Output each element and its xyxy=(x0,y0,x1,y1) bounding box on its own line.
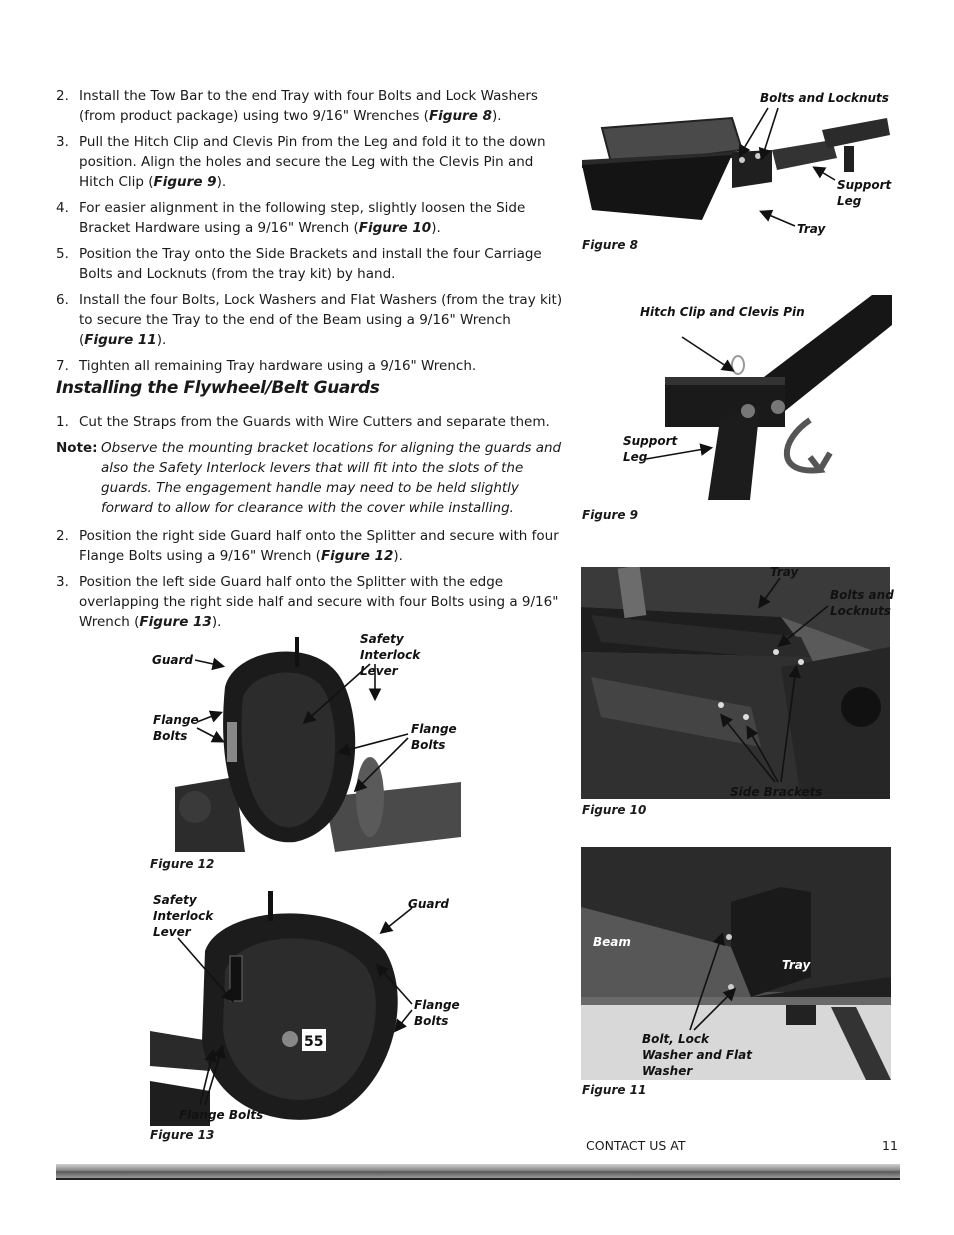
page-number: 11 xyxy=(882,1138,898,1153)
label-guard: Guard xyxy=(408,897,449,911)
step-1-cut-straps: 1. Cut the Straps from the Guards with W… xyxy=(56,414,550,430)
label-safety-interlock-lever: Safety Interlock Lever xyxy=(360,632,421,678)
figure-8-photo xyxy=(582,110,892,230)
figure-13-caption: Figure 13 xyxy=(150,1128,215,1142)
step-2-right-guard: 2. Position the right side Guard half on… xyxy=(56,528,559,564)
figure-ref: Figure 8 xyxy=(428,108,492,124)
label-tray: Tray xyxy=(770,565,799,579)
label-bolts-and-locknuts: Bolts and Locknuts xyxy=(760,91,889,105)
figure-ref: Figure 10 xyxy=(358,220,432,236)
figure-ref: Figure 12 xyxy=(320,548,394,564)
step-3-left-guard: 3. Position the left side Guard half ont… xyxy=(56,574,559,630)
figure-ref: Figure 11 xyxy=(84,332,157,348)
figure-12-caption: Figure 12 xyxy=(150,857,215,871)
label-side-brackets: Side Brackets xyxy=(730,785,823,799)
step-5-position-tray: 5. Position the Tray onto the Side Brack… xyxy=(56,246,542,282)
label-bolt-lock-washer: Bolt, Lock Washer and Flat Washer xyxy=(642,1032,752,1078)
label-tray: Tray xyxy=(797,222,826,236)
label-hitch-clip: Hitch Clip and Clevis Pin xyxy=(640,305,805,319)
figure-9-photo xyxy=(660,295,892,505)
figure-11-photo xyxy=(581,847,891,1080)
step-4-loosen-bracket: 4. For easier alignment in the following… xyxy=(56,200,526,236)
step-7-tighten: 7. Tighten all remaining Tray hardware u… xyxy=(56,358,477,374)
footer-bar xyxy=(56,1164,900,1180)
figure-10-caption: Figure 10 xyxy=(582,803,647,817)
installation-steps-guards: 1. Cut the Straps from the Guards with W… xyxy=(56,412,566,638)
label-flange-bolts-bottom: Flange Bolts xyxy=(179,1108,264,1122)
figure-8-caption: Figure 8 xyxy=(582,238,639,252)
label-support-leg: Support Leg xyxy=(623,434,678,464)
label-guard: Guard xyxy=(152,653,193,667)
figure-ref: Figure 13 xyxy=(139,614,212,630)
label-flange-bolts-right: Flange Bolts xyxy=(411,722,457,752)
section-title: Installing the Flywheel/Belt Guards xyxy=(56,378,380,398)
guard-badge-text: 55 xyxy=(304,1034,323,1050)
step-3-hitch-clip: 3. Pull the Hitch Clip and Clevis Pin fr… xyxy=(56,134,546,190)
step-6-secure-tray: 6. Install the four Bolts, Lock Washers … xyxy=(56,292,563,348)
figure-11-caption: Figure 11 xyxy=(582,1083,647,1097)
figure-13-photo: 55 xyxy=(150,891,405,1126)
label-safety-interlock-lever: Safety Interlock Lever xyxy=(153,893,214,939)
label-support-leg: Support Leg xyxy=(837,178,892,208)
label-bolts-and-locknuts: Bolts and Locknuts xyxy=(830,588,894,618)
label-flange-bolts-left: Flange Bolts xyxy=(153,713,199,743)
note-block: Note: Observe the mounting bracket locat… xyxy=(56,440,562,516)
label-flange-bolts-right: Flange Bolts xyxy=(414,998,460,1028)
footer-contact: CONTACT US AT xyxy=(586,1138,686,1153)
step-2-tow-bar: 2. Install the Tow Bar to the end Tray w… xyxy=(56,88,538,124)
label-beam: Beam xyxy=(593,935,631,949)
figure-ref: Figure 9 xyxy=(153,174,217,190)
installation-steps-tray: 2. Install the Tow Bar to the end Tray w… xyxy=(56,86,566,382)
figure-9-caption: Figure 9 xyxy=(582,508,639,522)
label-tray: Tray xyxy=(782,958,811,972)
